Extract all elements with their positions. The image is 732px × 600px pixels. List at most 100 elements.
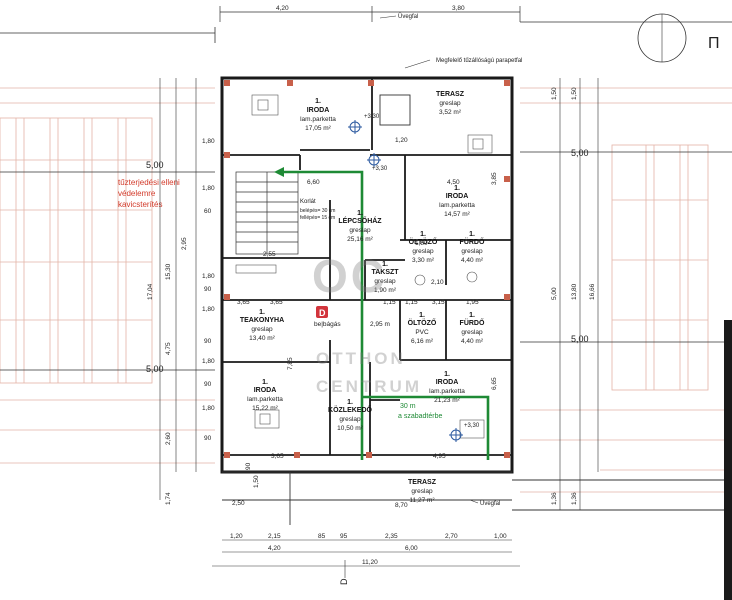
staircase [235,171,299,255]
bottom-dim-1-3: 85 [318,533,326,540]
svg-text:ОС: ОС [312,250,387,302]
label-korlat: Korlát [300,199,316,205]
room-iroda-sw: 1. IRODA lam.parketta 15,22 m² [247,379,283,412]
level-1: +3,30 [364,114,380,120]
svg-text:1.: 1. [444,371,450,378]
svg-text:13,40 m²: 13,40 m² [249,335,275,342]
interior-dim-15: 2,50 [232,500,245,507]
bottom-dim-1-5: 2,35 [385,533,398,540]
svg-text:D: D [319,308,326,318]
room-terasz-n: TERASZ greslap 3,52 m² [436,91,465,116]
interior-dim-3: 4,50 [447,179,460,186]
svg-text:21,23 m²: 21,23 m² [434,397,460,404]
svg-text:ÖLTÖZŐ: ÖLTÖZŐ [409,237,438,246]
svg-text:1.: 1. [262,379,268,386]
svg-text:PVC: PVC [415,329,429,336]
svg-text:1.: 1. [347,399,353,406]
right-dim-outer-3: 16,66 [589,283,596,300]
room-iroda-nw: 1. IRODA lam.parketta 17,05 m² [300,98,336,132]
left-dim-inner-12: 1,50 [253,475,260,488]
bottom-dim-lines [212,539,520,578]
right-dim-outer-2: 13,80 [571,283,578,300]
grid-dark-lines [0,21,732,371]
svg-text:greslap: greslap [461,248,483,255]
svg-text:OTTHON: OTTHON [316,349,406,368]
label-uvegfal-bottom: Üvegfal [480,500,500,507]
fire-note-2: védelemre [118,189,156,198]
bottom-dim-2-1: 4,20 [268,545,281,552]
left-dim-inner-13: 90 [245,462,252,470]
svg-text:greslap: greslap [339,416,361,423]
fire-note-3: kavicsterítés [118,200,162,209]
dim-660: 6,60 [307,179,320,186]
svg-text:lam.parketta: lam.parketta [439,202,475,209]
bottom-dim-1-7: 1,00 [494,533,507,540]
svg-text:TAKSZT: TAKSZT [371,269,399,276]
stair-note-1: belépés= 30 cm [300,208,335,214]
interior-dim-9: 3,15 [432,299,445,306]
svg-text:1.: 1. [315,98,321,105]
left-dim-inner-14: 1,80 [202,138,215,145]
bottom-dim-2-2: 6,00 [405,545,418,552]
furniture [235,94,493,439]
fire-note-1: tűzterjedési elleni [118,178,180,187]
left-dim-inner-9: 90 [204,381,212,388]
setback-left-top: 5,00 [146,160,164,170]
right-dim-inner-4: 5,00 [551,287,558,300]
svg-text:TEAKONYHA: TEAKONYHA [240,317,284,324]
section-marker: D [339,578,349,585]
edge-bar [724,320,732,600]
svg-text:1.: 1. [259,309,265,316]
svg-text:LÉPCSŐHÁZ: LÉPCSŐHÁZ [338,216,382,225]
svg-text:3,52 m²: 3,52 m² [439,109,462,116]
left-dim-inner-1: 1,80 [202,185,215,192]
svg-text:greslap: greslap [411,488,433,495]
interior-dim-1: 3,65 [237,299,250,306]
setback-left-bottom: 5,00 [146,364,164,374]
left-dim-inner-4: 1,80 [202,273,215,280]
stair-note-2: fellépés= 15 cm [300,215,335,221]
svg-text:6,16 m²: 6,16 m² [411,338,434,345]
room-oltozo-2: 1. ÖLTÖZŐ PVC 6,16 m² [408,312,437,345]
svg-text:1.: 1. [420,231,426,238]
left-dim-outer-5: 1,74 [165,492,172,505]
svg-text:1.: 1. [469,312,475,319]
entry-note: be|bágás [314,321,341,328]
left-dim-outer-4: 2,60 [165,432,172,445]
left-dim-inner-3: 2,95 [181,237,188,250]
side-grid [0,87,732,493]
interior-walls [222,78,512,456]
left-dim-inner-7: 90 [204,338,212,345]
right-dim-inner-2: 3,85 [491,172,498,185]
right-dim-outer-1: 1,50 [571,87,578,100]
svg-text:greslap: greslap [412,248,434,255]
interior-dim-10: 1,95 [466,299,479,306]
left-dim-inner-10: 1,80 [202,405,215,412]
room-kozlekedo: 1. KÖZLEKEDŐ greslap 10,50 m² [328,399,373,432]
right-dim-lines [559,78,599,510]
svg-text:14,57 m²: 14,57 m² [444,211,470,218]
left-dim-inner-5: 90 [204,286,212,293]
svg-text:1.: 1. [454,185,460,192]
bottom-dim-1-1: 1,20 [230,533,243,540]
room-furdo-2: 1. FÜRDŐ greslap 4,40 m² [460,312,485,345]
interior-dim-12: 1,15 [405,299,418,306]
interior-dim-2: 1,15 [383,299,396,306]
svg-text:1.: 1. [469,231,475,238]
interior-dim-5: 2,55 [263,251,276,258]
svg-text:lam.parketta: lam.parketta [429,388,465,395]
route-destination: a szabadtérbe [398,413,442,420]
interior-dim-14: 1,20 [395,137,408,144]
svg-text:1.: 1. [419,312,425,319]
svg-text:11,27 m²: 11,27 m² [409,497,435,504]
bottom-dim-1-4: 95 [340,533,348,540]
svg-text:greslap: greslap [461,329,483,336]
svg-text:4,40 m²: 4,40 m² [461,338,484,345]
label-pi: П [708,35,720,52]
svg-text:17,05 m²: 17,05 m² [305,125,331,132]
svg-text:lam.parketta: lam.parketta [247,396,283,403]
interior-dim-13: 1,80 [415,240,428,247]
room-takszt: 1. TAKSZT greslap 1,90 m² [371,261,399,294]
svg-text:10,50 m²: 10,50 m² [337,425,363,432]
